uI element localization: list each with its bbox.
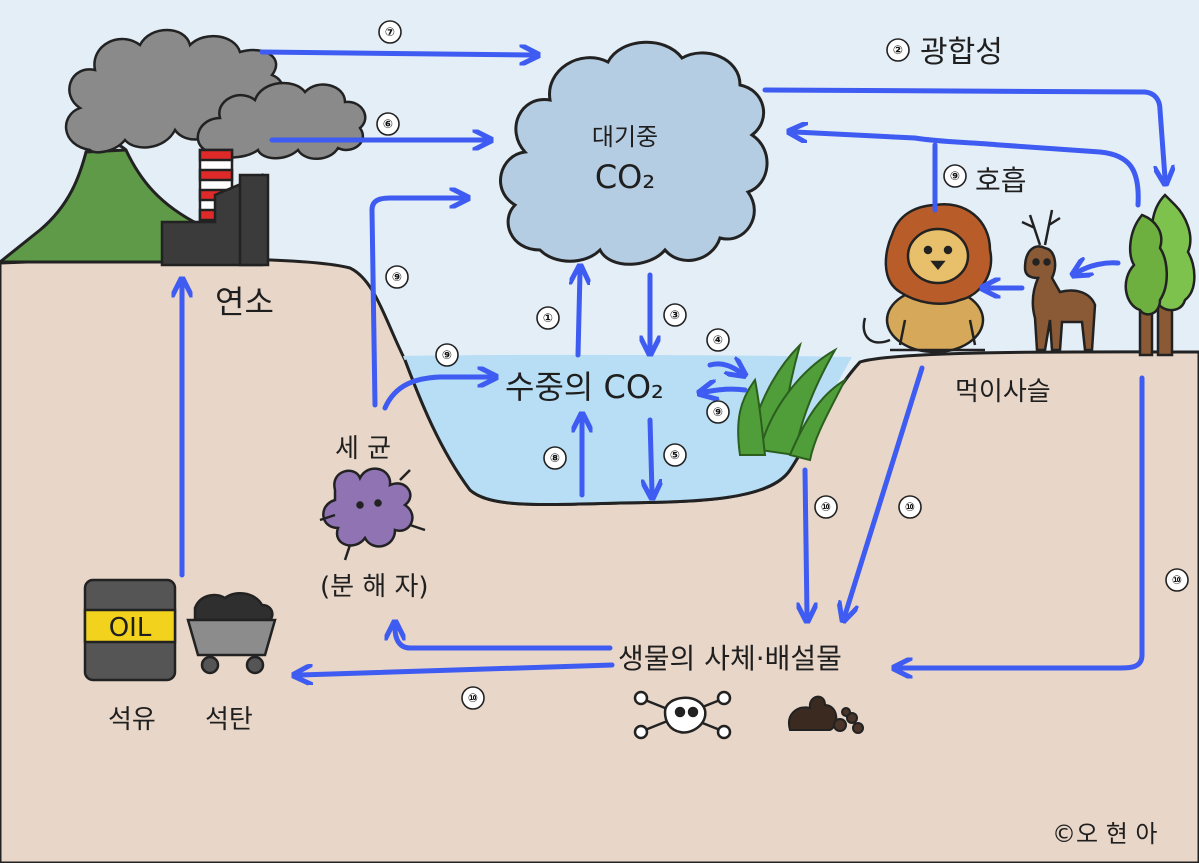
- marker-10-fossil: ⑩: [461, 686, 485, 710]
- svg-text:⑩: ⑩: [821, 500, 831, 514]
- water-co2-label: 수중의 CO₂: [505, 368, 664, 406]
- arrow-9-respiration: [795, 132, 1141, 208]
- coal-cart-icon: [186, 592, 277, 675]
- cloud-icon: [499, 40, 769, 266]
- barrel-label: OIL: [109, 613, 152, 643]
- marker-9-grass: ⑨: [706, 400, 730, 424]
- marker-10-tree: ⑩: [1165, 568, 1189, 592]
- bacteria-icon: [319, 467, 426, 561]
- bacteria-label: 세 균: [335, 434, 391, 464]
- marker-5: ⑤: [663, 443, 687, 467]
- water: [403, 354, 852, 505]
- arrow-9-grass: [705, 389, 748, 392]
- svg-text:③: ③: [670, 308, 680, 322]
- atmosphere-co2-label: CO₂: [595, 158, 655, 196]
- arrow-9-bacteria-water: [382, 377, 490, 411]
- marker-10-lion: ⑩: [898, 495, 922, 519]
- deer-icon: [1021, 209, 1097, 352]
- svg-text:⑦: ⑦: [385, 25, 395, 39]
- marker-9-respiration: ⑨: [943, 164, 967, 188]
- arrow-tree-deer: [1078, 263, 1121, 272]
- photosynthesis-label: 광합성: [920, 35, 1003, 70]
- grass-icon: [737, 341, 848, 462]
- marker-8: ⑧: [543, 446, 567, 470]
- arrow-7: [259, 52, 532, 55]
- marker-2: ②: [886, 38, 910, 62]
- svg-text:⑨: ⑨: [442, 348, 452, 362]
- arrow-10-tree: [900, 375, 1145, 668]
- svg-text:⑨: ⑨: [713, 405, 723, 419]
- coal-label: 석탄: [205, 705, 253, 735]
- arrow-10-fossil: [300, 662, 615, 675]
- svg-text:⑩: ⑩: [905, 500, 915, 514]
- skull-bone-icon: [633, 690, 732, 740]
- svg-text:①: ①: [543, 311, 553, 325]
- marker-1: ①: [536, 306, 560, 330]
- arrow-10-grass: [805, 467, 807, 615]
- marker-3: ③: [663, 303, 687, 327]
- svg-text:⑥: ⑥: [383, 117, 393, 131]
- svg-text:②: ②: [893, 43, 903, 57]
- respiration-label: 호흡: [975, 164, 1027, 197]
- food-chain-label: 먹이사슬: [955, 377, 1051, 407]
- oil-label: 석유: [108, 705, 156, 735]
- arrow-to-bacteria: [395, 628, 613, 651]
- remains-label: 생물의 사체·배설물: [618, 642, 842, 675]
- svg-text:⑩: ⑩: [468, 691, 478, 705]
- svg-text:⑩: ⑩: [1172, 573, 1182, 587]
- tree-icon: [1124, 193, 1196, 357]
- marker-10-grass: ⑩: [814, 495, 838, 519]
- svg-text:⑨: ⑨: [950, 169, 960, 183]
- svg-text:⑨: ⑨: [392, 270, 402, 284]
- svg-text:④: ④: [713, 333, 723, 347]
- oil-barrel-icon: [83, 578, 177, 682]
- marker-9-water: ⑨: [435, 343, 459, 367]
- droppings-icon: [788, 695, 864, 734]
- marker-4: ④: [706, 328, 730, 352]
- arrow-9-left: [369, 198, 462, 408]
- marker-9-left: ⑨: [385, 265, 409, 289]
- marker-6: ⑥: [376, 112, 400, 136]
- svg-text:⑤: ⑤: [670, 448, 680, 462]
- arrow-1: [578, 272, 580, 358]
- decomposer-label: (분 해 자): [320, 572, 429, 602]
- arrow-2: [762, 87, 1165, 178]
- arrow-5: [650, 417, 652, 492]
- factory-icon: [160, 148, 270, 267]
- marker-7: ⑦: [378, 20, 402, 44]
- arrow-4: [707, 364, 740, 372]
- svg-text:⑧: ⑧: [550, 451, 560, 465]
- copyright-label: ©오 현 아: [1052, 820, 1158, 848]
- lion-icon: [862, 202, 993, 354]
- atmosphere-label: 대기중: [592, 123, 658, 151]
- arrow-10-lion: [845, 365, 925, 615]
- combustion-label: 연소: [215, 283, 274, 321]
